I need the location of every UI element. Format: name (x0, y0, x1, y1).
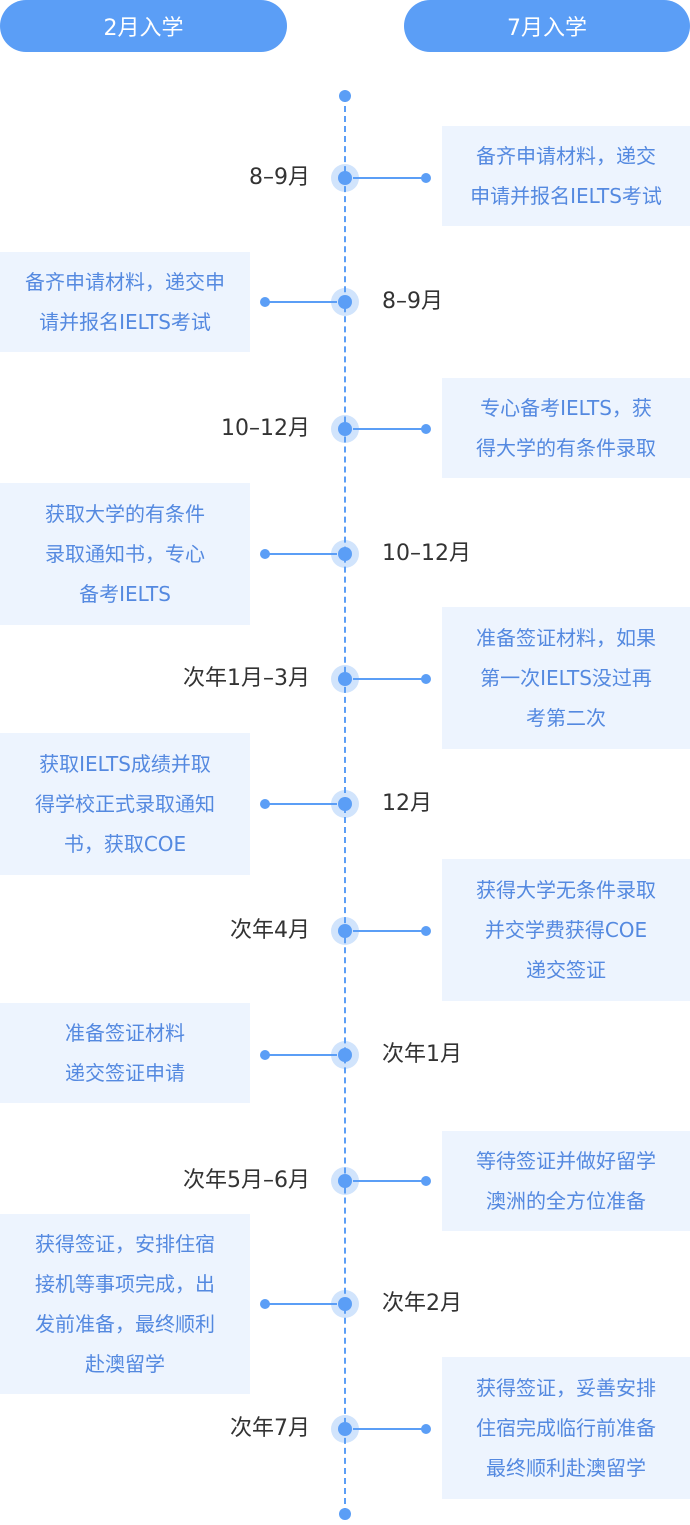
event-description: 备齐申请材料，递交申 请并报名IELTS考试 (0, 252, 250, 352)
event-description: 专心备考IELTS，获 得大学的有条件录取 (442, 378, 690, 478)
event-date: 8–9月 (382, 289, 443, 314)
event-date: 10–12月 (221, 416, 310, 441)
timeline-node (331, 540, 359, 568)
event-description: 准备签证材料 递交签证申请 (0, 1003, 250, 1103)
timeline-start-dot (339, 90, 351, 102)
connector-line (353, 930, 427, 932)
connector-line (353, 428, 427, 430)
connector-line (265, 1303, 337, 1305)
connector-dot (260, 297, 270, 307)
connector-dot (421, 173, 431, 183)
connector-line (265, 553, 337, 555)
event-description: 获取大学的有条件 录取通知书，专心 备考IELTS (0, 483, 250, 625)
event-description: 备齐申请材料，递交 申请并报名IELTS考试 (442, 126, 690, 226)
connector-dot (421, 674, 431, 684)
connector-dot (260, 1299, 270, 1309)
connector-dot (421, 926, 431, 936)
event-date: 次年7月 (230, 1416, 310, 1441)
connector-dot (421, 424, 431, 434)
tab-july-intake[interactable]: 7月入学 (404, 0, 690, 52)
event-date: 次年2月 (382, 1291, 462, 1316)
event-date: 次年1月 (382, 1042, 462, 1067)
connector-dot (421, 1176, 431, 1186)
tab-february-intake[interactable]: 2月入学 (0, 0, 287, 52)
event-date: 次年4月 (230, 918, 310, 943)
connector-line (353, 1428, 427, 1430)
connector-line (353, 177, 427, 179)
event-description: 准备签证材料，如果 第一次IELTS没过再 考第二次 (442, 607, 690, 749)
connector-line (265, 1054, 337, 1056)
connector-line (353, 1180, 427, 1182)
event-description: 获得大学无条件录取 并交学费获得COE 递交签证 (442, 859, 690, 1001)
event-date: 8–9月 (249, 165, 310, 190)
event-date: 12月 (382, 791, 432, 816)
event-description: 获得签证，安排住宿 接机等事项完成，出 发前准备，最终顺利 赴澳留学 (0, 1214, 250, 1394)
connector-line (265, 301, 337, 303)
event-description: 获得签证，妥善安排 住宿完成临行前准备 最终顺利赴澳留学 (442, 1357, 690, 1499)
event-date: 次年1月–3月 (183, 666, 310, 691)
event-description: 等待签证并做好留学 澳洲的全方位准备 (442, 1131, 690, 1231)
connector-line (353, 678, 427, 680)
event-date: 10–12月 (382, 541, 471, 566)
connector-dot (260, 1050, 270, 1060)
event-date: 次年5月–6月 (183, 1168, 310, 1193)
connector-dot (260, 549, 270, 559)
timeline-end-dot (339, 1508, 351, 1520)
connector-dot (260, 799, 270, 809)
event-description: 获取IELTS成绩并取 得学校正式录取通知 书，获取COE (0, 733, 250, 875)
timeline-node (331, 164, 359, 192)
connector-dot (421, 1424, 431, 1434)
connector-line (265, 803, 337, 805)
